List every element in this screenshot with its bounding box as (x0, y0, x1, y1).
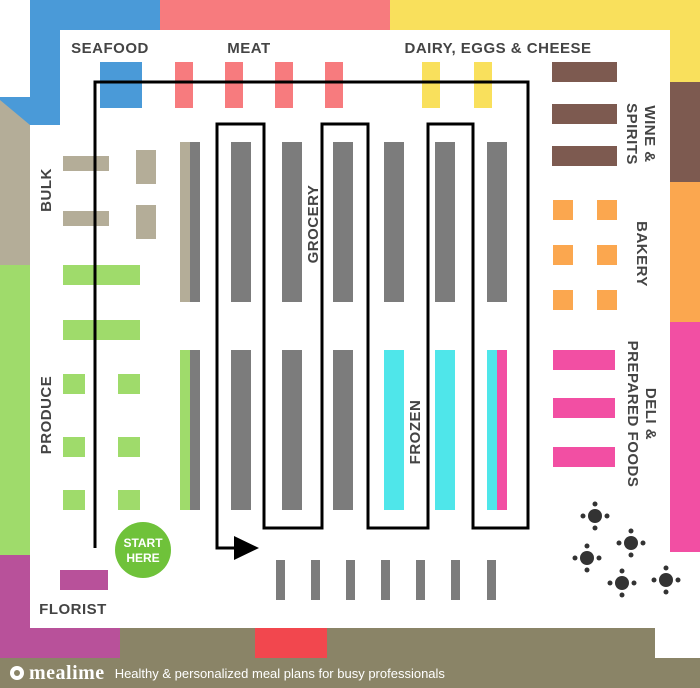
aisle-shelf-u7 (487, 142, 507, 302)
bulk-bin-1 (63, 156, 109, 171)
wine-wall (670, 82, 700, 182)
tagline: Healthy & personalized meal plans for bu… (114, 665, 445, 681)
aisle-shelf-l2 (231, 350, 251, 510)
wine-label-line1: WINE & (641, 105, 658, 162)
meat-counter-2 (225, 62, 243, 108)
bakery-wall (670, 182, 700, 322)
bulk-bin-2 (136, 150, 156, 184)
bulk-bin-4 (136, 205, 156, 239)
meat-counter-3 (275, 62, 293, 108)
wine-shelf-2 (552, 104, 617, 124)
dairy-wall (390, 0, 670, 30)
checkout-wall (120, 628, 655, 658)
aisle-shelf-u1 (190, 142, 200, 302)
produce-bin-5 (63, 490, 85, 510)
bakery-table-6 (597, 290, 617, 310)
aisle-shelf-u2 (231, 142, 251, 302)
aisle-shelf-l3 (282, 350, 302, 510)
frozen-label: FROZEN (407, 400, 424, 465)
checkout-lane-1 (276, 560, 285, 600)
dairy-label: DAIRY, EGGS & CHEESE (405, 40, 592, 57)
start-marker (115, 522, 171, 578)
bakery-table-2 (597, 200, 617, 220)
produce-display-1 (63, 265, 140, 285)
produce-bin-4 (118, 437, 140, 457)
dairy-counter-1 (422, 62, 440, 108)
seating-table-icon (580, 501, 610, 531)
shopping-route (93, 80, 530, 550)
meat-counter-4 (325, 62, 343, 108)
checkout-lane-4 (381, 560, 390, 600)
aisle-shelf-l1 (190, 350, 200, 510)
deli-counter-3 (553, 447, 615, 467)
deli-counter-2 (553, 398, 615, 418)
produce-bin-3 (63, 437, 85, 457)
dairy-wall-side (670, 0, 700, 82)
checkout-lane-2 (311, 560, 320, 600)
produce-bin-1 (63, 374, 85, 394)
bakery-table-5 (553, 290, 573, 310)
seating-table-icon (616, 528, 646, 558)
bulk-label: BULK (38, 168, 55, 212)
deli-end-shelf (497, 350, 507, 510)
seating-table-icon (572, 543, 602, 573)
florist-wall-bottom (0, 628, 120, 658)
checkout-lane-7 (487, 560, 496, 600)
bulk-wall (0, 100, 30, 265)
brand-logo[interactable]: mealime (10, 662, 105, 685)
deli-label-line1: DELI & (642, 388, 659, 440)
seating-table-icon (607, 568, 637, 598)
seafood-label: SEAFOOD (71, 40, 149, 57)
checkout-lane-6 (451, 560, 460, 600)
bulk-bin-3 (63, 211, 109, 226)
deli-counter-1 (553, 350, 615, 370)
deli-wall (670, 322, 700, 552)
produce-wall (0, 265, 30, 555)
bakery-table-1 (553, 200, 573, 220)
seafood-counter (100, 62, 142, 108)
florist-stand (60, 570, 108, 590)
meat-wall (160, 0, 390, 30)
aisle-shelf-produce (180, 350, 190, 510)
florist-label: FLORIST (39, 601, 107, 618)
produce-display-2 (63, 320, 140, 340)
footer-bar: mealime Healthy & personalized meal plan… (0, 658, 700, 688)
deli-label-line2: PREPARED FOODS (624, 341, 641, 488)
produce-bin-6 (118, 490, 140, 510)
frozen-case-3 (487, 350, 497, 510)
frozen-case-1 (384, 350, 404, 510)
bakery-table-4 (597, 245, 617, 265)
meat-label: MEAT (227, 40, 270, 57)
produce-bin-2 (118, 374, 140, 394)
grocery-label: GROCERY (305, 185, 322, 264)
start-label-line1: START (123, 536, 163, 550)
aisle-shelf-u6 (435, 142, 455, 302)
route-arrow-icon (234, 536, 259, 560)
aisle-shelf-l4 (333, 350, 353, 510)
checkout-lane-3 (346, 560, 355, 600)
mealime-logo-icon (10, 666, 24, 680)
wine-label-line2: SPIRITS (623, 103, 640, 165)
start-label-line2: HERE (126, 551, 159, 565)
entrance-mat (255, 628, 327, 658)
wine-shelf-1 (552, 62, 617, 82)
wine-shelf-3 (552, 146, 617, 166)
frozen-case-2 (435, 350, 455, 510)
aisle-shelf-u3 (282, 142, 302, 302)
seating-area (572, 501, 681, 598)
bakery-table-3 (553, 245, 573, 265)
aisle-shelf-u4 (333, 142, 353, 302)
brand-name: mealime (29, 661, 105, 684)
dairy-counter-2 (474, 62, 492, 108)
bakery-label: BAKERY (633, 221, 650, 287)
meat-counter-1 (175, 62, 193, 108)
aisle-shelf-bulk (180, 142, 190, 302)
produce-label: PRODUCE (38, 376, 55, 455)
seating-table-icon (651, 565, 681, 595)
checkout-lane-5 (416, 560, 425, 600)
aisle-shelf-u5 (384, 142, 404, 302)
